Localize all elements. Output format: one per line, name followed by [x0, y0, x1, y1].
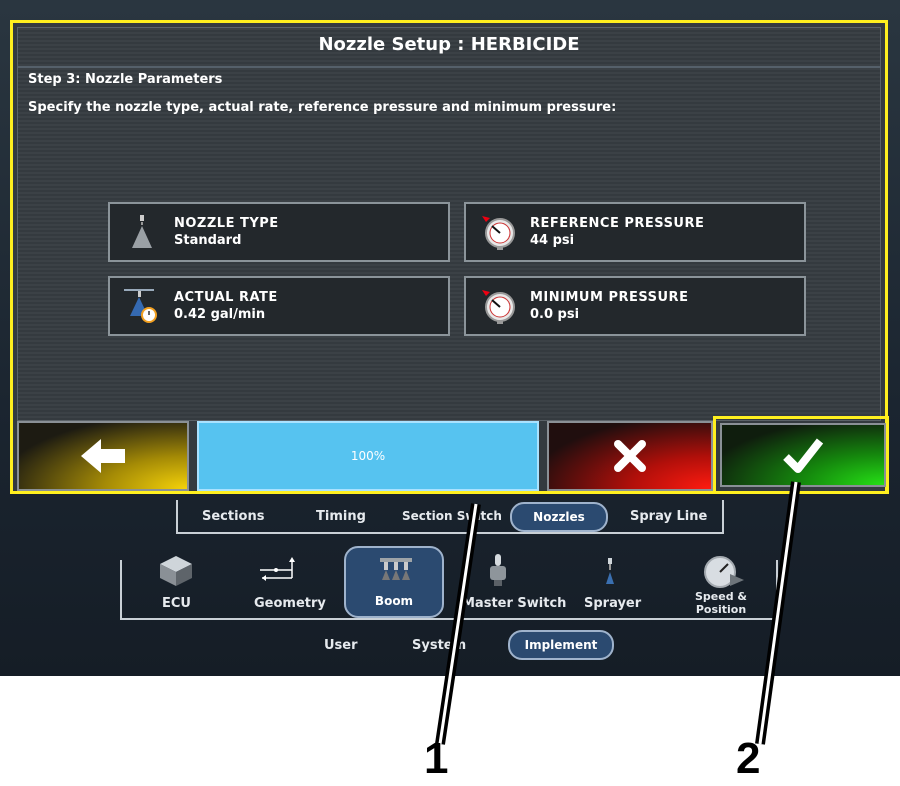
pressure-gauge-icon	[482, 216, 515, 250]
tab-sections[interactable]: Sections	[202, 509, 265, 524]
speedometer-icon[interactable]	[700, 554, 746, 590]
tab-spray-line[interactable]: Spray Line	[630, 509, 708, 524]
geometry-label[interactable]: Geometry	[254, 596, 326, 611]
flow-rate-icon	[124, 289, 157, 323]
tab-nozzles-label: Nozzles	[533, 510, 585, 524]
confirm-highlight	[713, 416, 889, 494]
reference-pressure-button[interactable]: REFERENCE PRESSURE 44 psi	[464, 202, 806, 262]
sprayer-label[interactable]: Sprayer	[584, 596, 642, 611]
ecu-label[interactable]: ECU	[162, 596, 191, 611]
instruction-text: Specify the nozzle type, actual rate, re…	[28, 100, 617, 115]
ecu-icon[interactable]	[156, 554, 196, 590]
cancel-button[interactable]	[547, 421, 713, 491]
arrow-left-icon	[81, 439, 125, 473]
title-divider	[18, 66, 880, 68]
nozzle-type-label: NOZZLE TYPE	[174, 216, 279, 231]
nozzle-icon	[132, 215, 152, 248]
tab-timing[interactable]: Timing	[316, 509, 366, 524]
nozzle-setup-dialog: Nozzle Setup : HERBICIDE Step 3: Nozzle …	[10, 20, 889, 494]
reference-pressure-label: REFERENCE PRESSURE	[530, 216, 705, 231]
back-button[interactable]	[17, 421, 189, 491]
tab-nozzles[interactable]: Nozzles	[510, 502, 608, 532]
sprayer-icon[interactable]	[600, 556, 620, 588]
geometry-icon[interactable]	[256, 556, 298, 590]
speed-label-line2: Position	[695, 603, 747, 616]
display-screen: Nozzle Setup : HERBICIDE Step 3: Nozzle …	[0, 0, 900, 676]
nozzle-type-button[interactable]: NOZZLE TYPE Standard	[108, 202, 450, 262]
implement-tab-label: Implement	[524, 638, 598, 652]
step-label: Step 3: Nozzle Parameters	[28, 72, 223, 87]
minimum-pressure-button[interactable]: MINIMUM PRESSURE 0.0 psi	[464, 276, 806, 336]
nozzle-type-value: Standard	[174, 233, 242, 248]
minimum-pressure-label: MINIMUM PRESSURE	[530, 290, 689, 305]
boom-icon	[380, 558, 412, 580]
implement-tab[interactable]: Implement	[508, 630, 614, 660]
master-switch-label[interactable]: Master Switch	[462, 596, 567, 611]
user-tab[interactable]: User	[324, 638, 358, 653]
boom-label: Boom	[374, 594, 414, 608]
category-boom[interactable]: Boom	[344, 546, 444, 618]
actual-rate-label: ACTUAL RATE	[174, 290, 278, 305]
master-switch-icon[interactable]	[486, 552, 510, 588]
speed-position-label[interactable]: Speed & Position	[695, 590, 747, 616]
minimum-pressure-value: 0.0 psi	[530, 307, 580, 322]
confirm-button[interactable]	[720, 423, 886, 487]
callout-2: 2	[736, 734, 761, 783]
dialog-body: Nozzle Setup : HERBICIDE Step 3: Nozzle …	[17, 27, 881, 421]
dialog-title: Nozzle Setup : HERBICIDE	[318, 34, 580, 55]
progress-bar: 100%	[197, 421, 539, 491]
reference-pressure-value: 44 psi	[530, 233, 575, 248]
pressure-gauge-icon	[482, 290, 515, 324]
progress-text: 100%	[350, 449, 386, 463]
actual-rate-value: 0.42 gal/min	[174, 307, 266, 322]
callout-1: 1	[424, 734, 449, 783]
checkmark-icon	[783, 438, 824, 473]
tabs-bracket	[176, 500, 724, 534]
x-icon	[614, 440, 646, 472]
actual-rate-button[interactable]: ACTUAL RATE 0.42 gal/min	[108, 276, 450, 336]
speed-label-line1: Speed &	[695, 590, 748, 603]
